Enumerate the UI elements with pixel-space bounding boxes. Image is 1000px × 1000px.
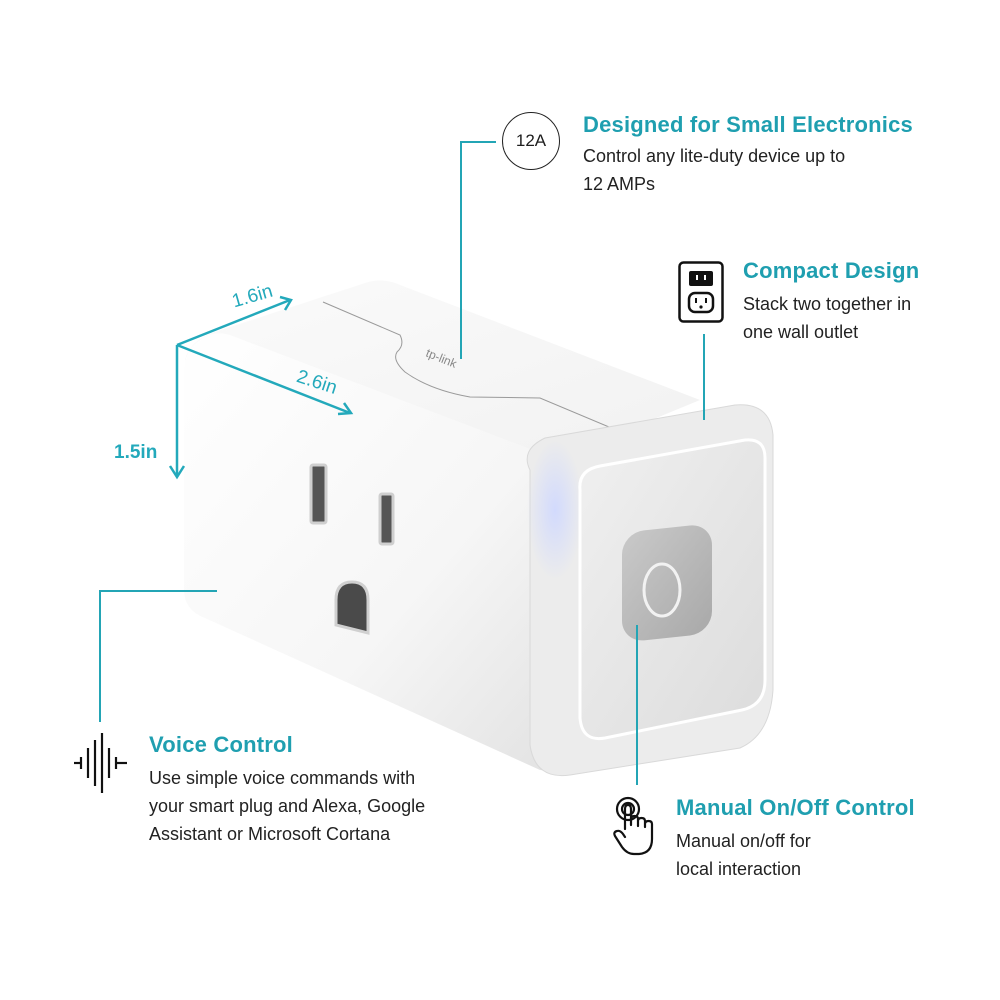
feature-desc-line-2: local interaction bbox=[676, 859, 802, 879]
leader-line-compact bbox=[703, 334, 705, 420]
hand-tap-icon bbox=[612, 795, 662, 857]
leader-line-small-electronics bbox=[460, 141, 496, 143]
leader-line-voice bbox=[99, 590, 217, 592]
feature-desc-line-2: 12 AMPs bbox=[583, 174, 656, 194]
dimension-height-label: 1.5in bbox=[114, 442, 158, 463]
leader-line-small-electronics-v bbox=[460, 141, 462, 359]
12a-icon-text: 12A bbox=[515, 131, 547, 150]
feature-desc-line-1: Manual on/off for bbox=[676, 831, 811, 851]
feature-desc-line-1: Control any lite-duty device up to bbox=[583, 146, 846, 166]
feature-desc-line-1: Use simple voice commands with bbox=[149, 768, 416, 788]
feature-title: Designed for Small Electronics bbox=[583, 112, 913, 137]
feature-desc-line-2: one wall outlet bbox=[743, 322, 859, 342]
feature-desc-line-2: your smart plug and Alexa, Google bbox=[149, 796, 426, 816]
feature-desc-line-1: Stack two together in bbox=[743, 294, 912, 314]
leader-line-voice-v bbox=[99, 590, 101, 722]
12a-circle-icon: 12A bbox=[502, 112, 560, 170]
feature-title: Manual On/Off Control bbox=[676, 795, 915, 820]
sound-wave-icon bbox=[72, 732, 130, 794]
leader-line-manual bbox=[636, 625, 638, 785]
wall-outlet-icon bbox=[678, 261, 724, 323]
feature-title: Voice Control bbox=[149, 732, 293, 757]
feature-title: Compact Design bbox=[743, 258, 920, 283]
feature-desc-line-3: Assistant or Microsoft Cortana bbox=[149, 824, 391, 844]
